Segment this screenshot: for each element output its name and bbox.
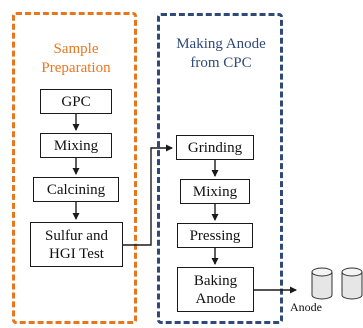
step-mixing-anode-label: Mixing	[192, 183, 238, 200]
cylinder-icon	[311, 267, 363, 300]
making-anode-group	[157, 13, 283, 324]
step-mixing-sample: Mixing	[40, 133, 112, 158]
step-gpc-label: GPC	[61, 93, 91, 110]
step-calcining: Calcining	[33, 177, 119, 202]
step-pressing-label: Pressing	[189, 227, 241, 244]
step-grinding: Grinding	[176, 135, 254, 160]
step-calcining-label: Calcining	[46, 181, 106, 198]
step-mixing-anode: Mixing	[180, 179, 250, 204]
step-grinding-label: Grinding	[187, 139, 243, 156]
arrow-test-to-grinding	[123, 144, 173, 246]
anode-output-label: Anode	[290, 300, 322, 314]
step-gpc: GPC	[40, 89, 112, 114]
sample-preparation-group	[12, 12, 137, 324]
step-mixing-label: Mixing	[53, 137, 99, 154]
step-pressing: Pressing	[177, 223, 253, 248]
